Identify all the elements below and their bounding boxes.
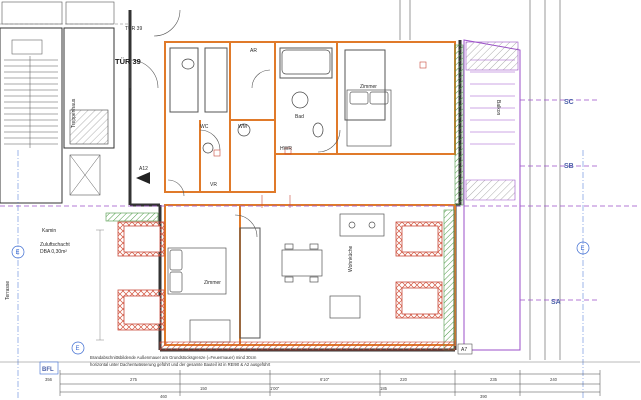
a7-marker: A7 bbox=[457, 343, 473, 355]
dining-table bbox=[281, 243, 323, 283]
a7-label: A7 bbox=[461, 347, 467, 353]
stairwell-area: Treppenhaus bbox=[0, 1, 130, 204]
room-label-wm: WM bbox=[238, 124, 247, 130]
axis-e-right-marker: E bbox=[576, 241, 590, 255]
dim-460: 460 bbox=[160, 394, 168, 399]
dim-275: 275 bbox=[130, 377, 138, 382]
axis-a12-label: A12 bbox=[139, 166, 148, 172]
bathtub-icon bbox=[281, 49, 331, 75]
axis-e-right-label: E bbox=[581, 246, 585, 252]
bathroom-fixtures bbox=[181, 49, 331, 154]
section-sb-label: SB bbox=[564, 163, 574, 170]
section-lines bbox=[0, 99, 640, 301]
sink-icon bbox=[181, 58, 195, 70]
room-label-bath: Bad bbox=[295, 114, 304, 120]
toilet-icon bbox=[312, 122, 324, 138]
dimension-chain bbox=[0, 361, 640, 396]
room-label-sleep: Zimmer bbox=[360, 84, 377, 90]
elevator-core bbox=[69, 109, 109, 145]
dim-220: 220 bbox=[400, 377, 408, 382]
note-line-1: Brandabschnittsbildende Außenmauer am Gr… bbox=[90, 355, 257, 360]
note-line-2: horizontal unter Dachentwässerung geführ… bbox=[90, 362, 271, 367]
room-label-wc: WC bbox=[200, 124, 209, 130]
door-swings bbox=[129, 9, 341, 238]
room-label-sleep2: Zimmer bbox=[204, 280, 221, 286]
bed-top bbox=[346, 89, 392, 147]
kamin-label: Kamin bbox=[42, 228, 56, 234]
dim-240: 240 bbox=[550, 377, 558, 382]
balcony-label: Balkon bbox=[495, 100, 501, 116]
door-label-top: TÜR 39 bbox=[125, 25, 142, 32]
dim-100: 1'00" bbox=[270, 386, 280, 391]
zuluft-label: Zuluftschacht bbox=[40, 242, 70, 248]
room-label-living: Wohnküche bbox=[348, 245, 354, 272]
shaft-inner bbox=[69, 154, 101, 196]
top-left-box bbox=[1, 1, 63, 25]
door-label-main: TÜR 39 bbox=[115, 57, 141, 66]
dim-185: 185 bbox=[380, 386, 388, 391]
section-sc-label: SC bbox=[564, 99, 574, 106]
top-center-box bbox=[65, 1, 115, 25]
axis-a12-marker: A12 bbox=[136, 166, 150, 184]
bfl-label: BFL bbox=[42, 367, 54, 373]
elevator-shaft bbox=[63, 27, 115, 149]
axis-lines bbox=[17, 150, 584, 400]
axis-e-left-marker: E bbox=[11, 245, 25, 259]
dim-150: 150 bbox=[200, 386, 208, 391]
axis-e-left-label: E bbox=[16, 250, 20, 256]
dim-235: 235 bbox=[490, 377, 498, 382]
terrace-label: Terrasse bbox=[5, 281, 11, 300]
dim-356: 356 bbox=[45, 377, 53, 382]
room-label-ar: AR bbox=[250, 48, 257, 54]
vertical-dims bbox=[96, 210, 456, 345]
red-markers bbox=[213, 61, 427, 208]
balcony: Balkon bbox=[463, 39, 521, 351]
window-wells bbox=[117, 221, 443, 331]
bed-bottom bbox=[167, 247, 231, 343]
green-strips bbox=[105, 44, 464, 351]
stair-label: Treppenhaus bbox=[71, 98, 77, 128]
kitchen-counter bbox=[329, 213, 385, 319]
room-label-hwr: HWR bbox=[280, 146, 292, 152]
section-sa-label: SA bbox=[551, 299, 561, 306]
axis-b-bottom-label: E bbox=[76, 346, 80, 352]
stair-steps bbox=[4, 56, 58, 148]
stair-handrail bbox=[11, 39, 43, 55]
room-label-vr: VR bbox=[210, 182, 217, 188]
bfl-marker: BFL E bbox=[39, 341, 85, 375]
interior-walls bbox=[169, 47, 386, 339]
wm-washer-icon bbox=[237, 123, 251, 137]
toilet-wc-icon bbox=[202, 142, 214, 154]
dim-610: 6'10" bbox=[320, 377, 330, 382]
stairwell-outline bbox=[0, 27, 63, 204]
zuluft-size-label: DBA 0,30m² bbox=[40, 249, 67, 255]
dim-390: 390 bbox=[480, 394, 488, 399]
washbasin-icon bbox=[291, 91, 309, 109]
